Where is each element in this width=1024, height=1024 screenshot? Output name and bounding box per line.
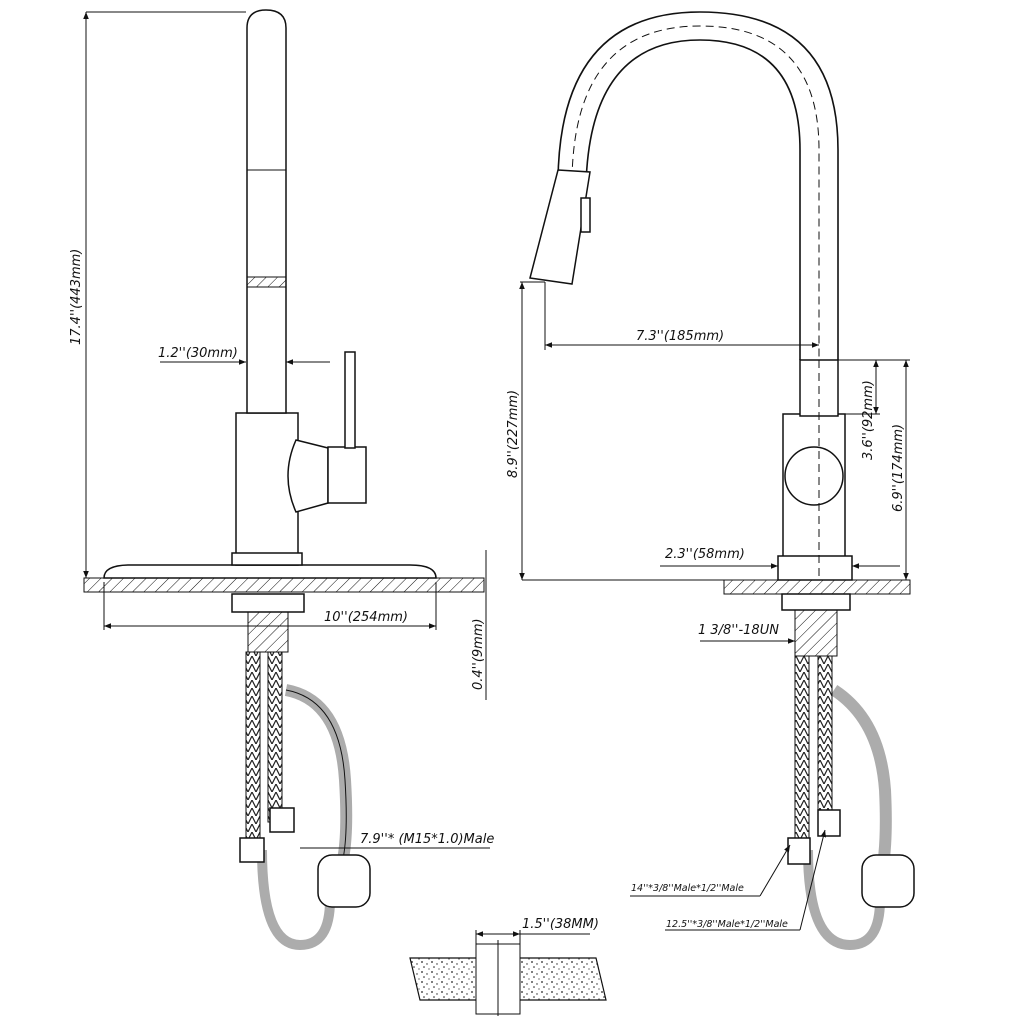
- deck-thickness-label: 0.4''(9mm): [471, 618, 486, 690]
- left-side-view: [83, 9, 490, 951]
- hose-spec-label: 7.9''* (M15*1.0)Male: [360, 832, 494, 847]
- spout-height-label: 8.9''(227mm): [506, 390, 521, 478]
- right-front-view: [519, 11, 915, 951]
- left-spout-column: [246, 9, 287, 414]
- spout-width-label: 1.2''(30mm): [158, 346, 238, 361]
- left-shank: [247, 611, 289, 653]
- total-height-label: 17.4''(443mm): [69, 249, 84, 345]
- base-diameter-label: 10''(254mm): [324, 610, 408, 625]
- right-supply-hose-2: [817, 655, 833, 817]
- hose-12-label: 12.5''*3/8''Male*1/2''Male: [666, 919, 788, 930]
- handle-height-label: 3.6''(92mm): [861, 380, 876, 460]
- right-hose-loop: [803, 849, 885, 951]
- left-mount-nut: [231, 593, 305, 613]
- right-pullout-hose: [830, 684, 892, 882]
- counter-thickness-label: 1.5''(38MM): [522, 917, 599, 932]
- left-handle-lever: [344, 351, 356, 449]
- right-supply-hose-1: [794, 655, 810, 857]
- base-width-label: 2.3''(58mm): [665, 547, 745, 562]
- left-deck-plate: [103, 564, 437, 579]
- left-handle-hub: [327, 446, 367, 504]
- left-handle-collar: [287, 439, 329, 513]
- left-hose-loop: [257, 849, 335, 951]
- counter-thickness-detail: [409, 930, 607, 1016]
- left-faucet-body: [235, 412, 299, 566]
- right-body-base: [777, 555, 853, 581]
- left-counter-deck: [83, 577, 485, 593]
- thread-spec-label: 1 3/8''-18UN: [698, 623, 779, 638]
- left-supply-hose-1: [245, 651, 261, 853]
- right-spray-head: [529, 169, 591, 285]
- right-handle-hub: [784, 446, 844, 506]
- left-spray-head-ring: [246, 276, 287, 288]
- left-hose-weight: [317, 854, 371, 908]
- right-hose-weight: [861, 854, 915, 908]
- right-spout-arc: [557, 11, 839, 360]
- left-supply-hose-2: [267, 651, 283, 823]
- right-shank: [794, 609, 838, 657]
- left-pullout-hose: [284, 684, 353, 884]
- body-height-label: 6.9''(174mm): [891, 424, 906, 512]
- hose-14-label: 14''*3/8''Male*1/2''Male: [631, 883, 744, 894]
- left-body-base: [231, 552, 303, 566]
- right-counter-deck: [723, 579, 911, 595]
- right-mount-nut: [781, 593, 851, 611]
- spout-reach-label: 7.3''(185mm): [636, 329, 724, 344]
